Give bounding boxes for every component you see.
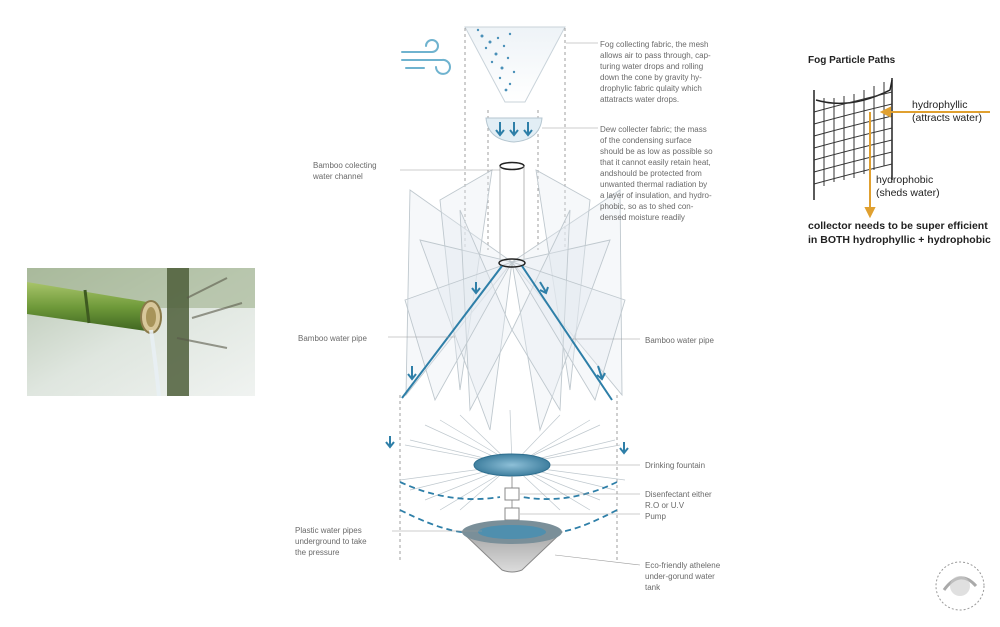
fog-particle-paths-title: Fog Particle Paths [808, 55, 896, 66]
plastic-pipes-label: Plastic water pipes underground to take … [295, 526, 367, 557]
hydrophobic-label: hydrophobic (sheds water) [876, 174, 940, 199]
bamboo-channel-label: Bamboo colecting water channel [313, 161, 377, 181]
bamboo-frame [404, 169, 626, 432]
pump-unit [504, 507, 520, 521]
bamboo-water-pipe-left [401, 265, 503, 399]
disinfectant-unit [504, 487, 520, 501]
bamboo-pipe-right-label: Bamboo water pipe [645, 336, 714, 345]
watermark-logo [930, 556, 990, 621]
fog-fabric-label: Fog collecting fabric, the mesh allows a… [600, 40, 711, 104]
hydrophyllic-label: hydrophyllic (attracts water) [912, 99, 983, 124]
tank-label: Eco-friendly athelene under-gorund water… [645, 561, 721, 592]
wind-icon [401, 39, 451, 75]
fog-collecting-funnel [464, 26, 566, 103]
bamboo-water-pipe-right [521, 265, 613, 401]
water-drop-arrow-icon [495, 122, 533, 137]
bamboo-spout-photo [27, 268, 255, 396]
pump-label: Pump [645, 512, 666, 521]
fog-net-sketch [790, 70, 995, 225]
dew-fabric-label: Dew collecter fabric; the mass of the co… [600, 125, 713, 222]
bamboo-pipe-left-label: Bamboo water pipe [298, 334, 367, 343]
drinking-fountain [473, 453, 551, 477]
disinfectant-label: Disenfectant either R.O or U.V [645, 490, 712, 510]
fog-collector-diagram [260, 0, 740, 627]
collector-efficiency-note: collector needs to be super efficient in… [808, 220, 991, 246]
drinking-fountain-label: Drinking fountain [645, 461, 706, 470]
